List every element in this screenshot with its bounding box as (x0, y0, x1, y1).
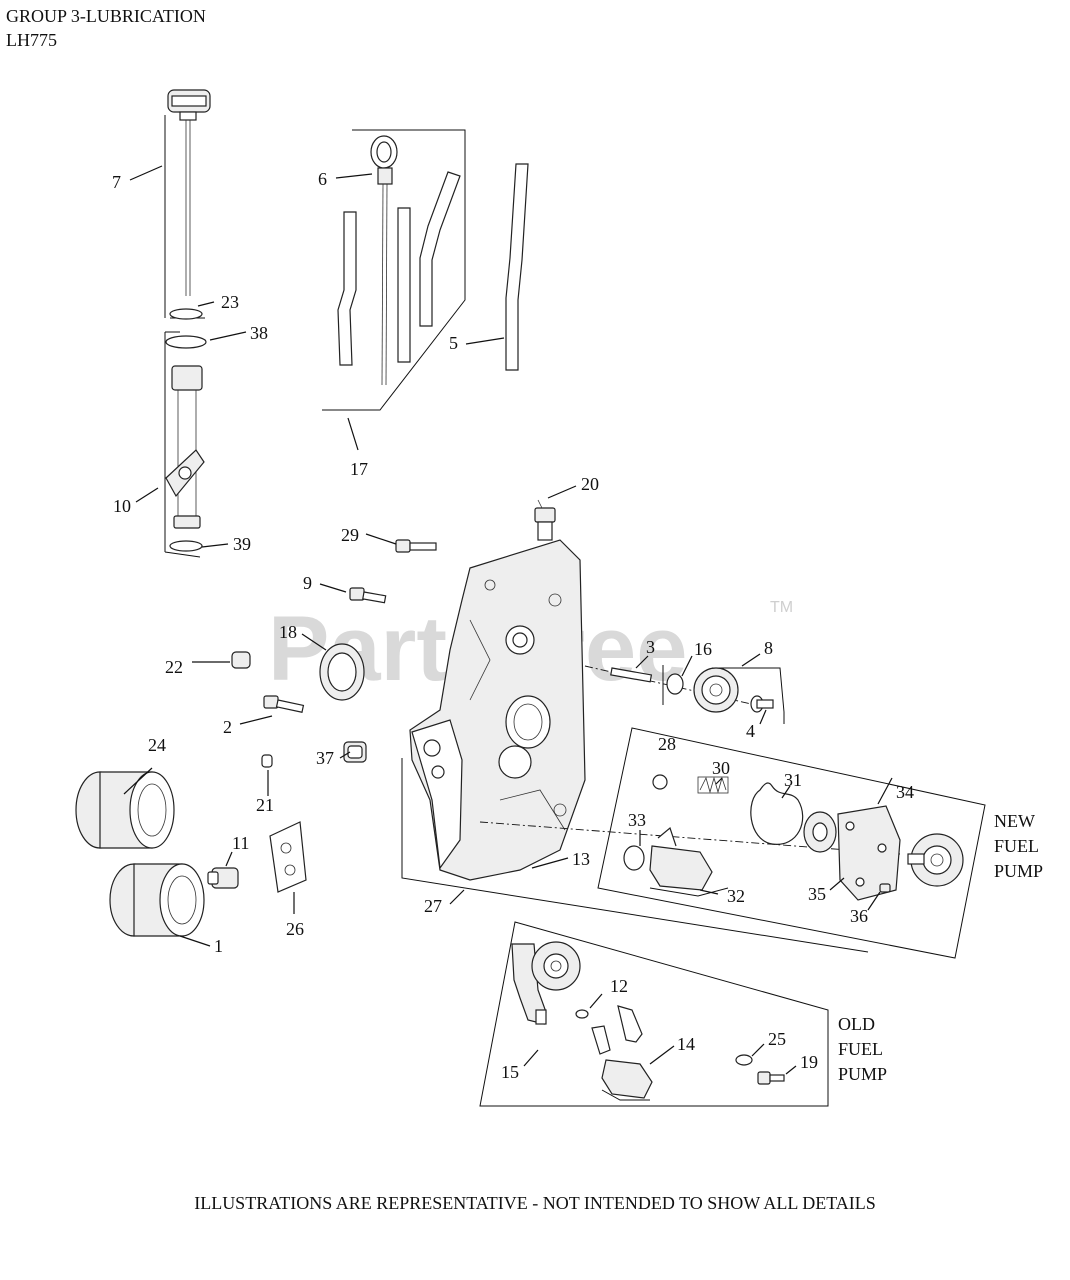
pump-cover-34 (837, 805, 901, 901)
new-fuel-pump-frame (597, 727, 986, 959)
model-number: LH775 (6, 30, 57, 50)
callout-4: 4 (746, 721, 755, 741)
callout-35: 35 (808, 884, 826, 904)
callout-2: 2 (223, 717, 232, 737)
callout-6: 6 (318, 169, 327, 189)
callout-23: 23 (221, 292, 239, 312)
oil-filter-24 (75, 771, 175, 849)
callout-13: 13 (572, 849, 590, 869)
dowel-pin-21 (261, 754, 273, 768)
pickup-32 (649, 826, 729, 897)
callout-17: 17 (350, 459, 368, 479)
oil-seal-18 (319, 643, 365, 701)
washer-25 (735, 1054, 753, 1066)
gear-8 (693, 667, 739, 713)
oil-filter-1 (109, 863, 205, 937)
callout-9: 9 (303, 573, 312, 593)
old-fuel-pump-label-1: OLD (838, 1014, 875, 1034)
oil-pressure-switch-20 (534, 499, 556, 541)
callout-36: 36 (850, 906, 868, 926)
crankcase-cover-27 (409, 539, 586, 881)
cover-group-27-bracket (401, 758, 869, 953)
callout-27: 27 (424, 896, 442, 916)
callout-39: 39 (233, 534, 251, 554)
callout-18: 18 (279, 622, 297, 642)
oil-pump-15 (511, 941, 581, 1025)
bolt-29 (395, 539, 437, 553)
callout-30: 30 (712, 758, 730, 778)
bolt-9 (349, 587, 387, 604)
ball-28 (652, 774, 668, 790)
callout-26: 26 (286, 919, 304, 939)
centerline-pump (479, 821, 901, 855)
old-fuel-pump-label-2: FUEL (838, 1039, 883, 1059)
callout-24: 24 (148, 735, 166, 755)
callout-28: 28 (658, 734, 676, 754)
o-ring-39 (169, 540, 203, 552)
tube-variant-c (419, 171, 461, 327)
callout-21: 21 (256, 795, 274, 815)
callout-31: 31 (784, 770, 802, 790)
new-fuel-pump-label-1: NEW (994, 811, 1035, 831)
callout-19: 19 (800, 1052, 818, 1072)
diagram-title: GROUP 3-LUBRICATION (6, 6, 206, 26)
callout-10: 10 (113, 496, 131, 516)
callout-11: 11 (232, 833, 249, 853)
pickup-14 (591, 1005, 653, 1101)
screw-36 (879, 883, 891, 893)
tube-variant-b (397, 207, 411, 363)
washer-16 (666, 673, 684, 695)
callout-20: 20 (581, 474, 599, 494)
new-fuel-pump-label-2: FUEL (994, 836, 1039, 856)
old-fuel-pump-frame (479, 921, 829, 1107)
leader-lines (123, 165, 893, 1075)
tube-variant-a (337, 211, 357, 366)
callout-16: 16 (694, 639, 712, 659)
tube-5 (505, 163, 529, 371)
dipstick-tube-10 (164, 331, 207, 558)
shaft-3 (610, 667, 653, 683)
callout-14: 14 (677, 1034, 695, 1054)
fitting-11 (207, 867, 239, 889)
oil-fitting-37 (343, 741, 367, 763)
o-ring-12 (575, 1009, 589, 1019)
old-fuel-pump-label-3: PUMP (838, 1064, 887, 1084)
plug-22 (231, 651, 251, 669)
gasket-26 (269, 821, 307, 893)
callout-8: 8 (764, 638, 773, 658)
callout-34: 34 (896, 782, 914, 802)
callout-1: 1 (214, 936, 223, 956)
callout-3: 3 (646, 637, 655, 657)
gasket-31 (750, 782, 804, 845)
callout-12: 12 (610, 976, 628, 996)
dipstick-kit-17-bracket (322, 129, 466, 411)
pin-4 (750, 695, 774, 713)
new-fuel-pump-label-3: PUMP (994, 861, 1043, 881)
callout-5: 5 (449, 333, 458, 353)
pump-rotor-assy (803, 811, 837, 853)
callout-29: 29 (341, 525, 359, 545)
gear-group-8-bracket (662, 665, 785, 724)
o-ring-33 (623, 845, 645, 871)
callout-33: 33 (628, 810, 646, 830)
spring-30 (697, 776, 729, 794)
callout-25: 25 (768, 1029, 786, 1049)
dipstick-6 (370, 135, 398, 386)
o-ring-23 (169, 308, 203, 320)
gear-35 (907, 833, 964, 887)
dipstick-7 (164, 89, 211, 319)
watermark-trademark: TM (770, 599, 793, 616)
callout-37: 37 (316, 748, 334, 768)
bolt-19 (757, 1071, 785, 1085)
bolt-2 (263, 695, 305, 713)
callout-38: 38 (250, 323, 268, 343)
callout-7: 7 (112, 172, 121, 192)
callout-32: 32 (727, 886, 745, 906)
callout-15: 15 (501, 1062, 519, 1082)
callout-22: 22 (165, 657, 183, 677)
disclaimer-note: ILLUSTRATIONS ARE REPRESENTATIVE - NOT I… (194, 1193, 876, 1213)
